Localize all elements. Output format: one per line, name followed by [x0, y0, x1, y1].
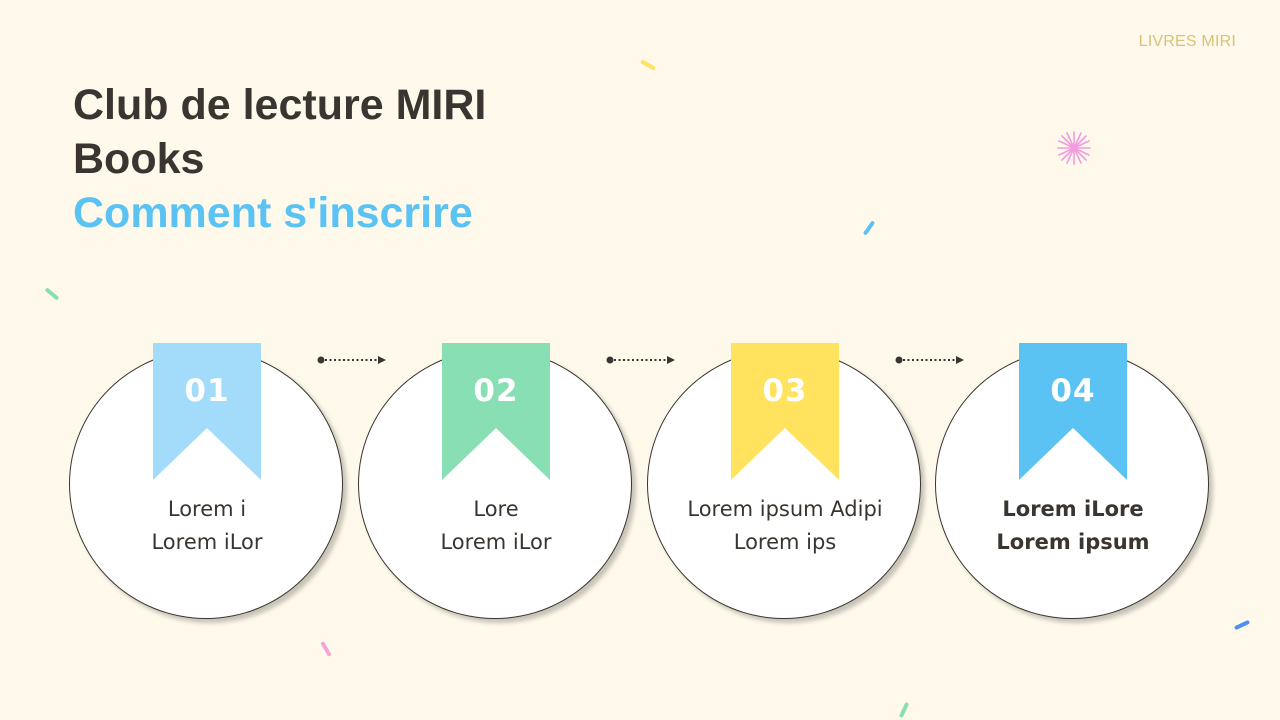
step-number: 04	[1050, 373, 1096, 409]
confetti-pink	[320, 641, 332, 657]
bookmark-ribbon: 02	[442, 343, 550, 480]
step-2: 02 Lore Lorem iLor	[358, 343, 634, 619]
bookmark-ribbon: 03	[731, 343, 839, 480]
step-1: 01 Lorem i Lorem iLor	[69, 343, 345, 619]
ribbon-shape	[153, 343, 261, 480]
confetti-green-2	[898, 701, 910, 719]
step-4: 04 Lorem iLore Lorem ipsum	[935, 343, 1211, 619]
page-subtitle: Comment s'inscrire	[73, 189, 473, 237]
step-3: 03 Lorem ipsum Adipi Lorem ips	[647, 343, 923, 619]
ribbon-shape	[1019, 343, 1127, 480]
step-text-line-2: Lorem ipsum	[996, 530, 1150, 554]
confetti-blue-2	[1233, 619, 1251, 631]
step-text-line-1: Lorem i	[167, 497, 247, 521]
step-text-line-1: Lorem ipsum Adipi	[687, 497, 883, 521]
confetti-green	[44, 287, 60, 301]
bookmark-ribbon: 01	[153, 343, 261, 480]
step-text: Lore Lorem iLor	[358, 493, 634, 559]
step-number: 03	[762, 373, 808, 409]
step-text: Lorem i Lorem iLor	[69, 493, 345, 559]
connector-arrow-3	[894, 352, 966, 368]
step-circle	[935, 349, 1209, 619]
confetti-yellow	[640, 59, 656, 71]
connector-arrow-2	[605, 352, 677, 368]
ribbon-shape	[442, 343, 550, 480]
page-title-line-1: Club de lecture MIRI	[73, 81, 487, 129]
step-number: 01	[184, 373, 230, 409]
confetti-blue	[862, 220, 876, 236]
page-title-line-2: Books	[73, 135, 205, 183]
ribbon-shape	[731, 343, 839, 480]
step-text-line-2: Lorem iLor	[151, 530, 263, 554]
step-text-line-2: Lorem iLor	[440, 530, 552, 554]
sparkle-icon	[1056, 130, 1092, 166]
step-number: 02	[473, 373, 519, 409]
bookmark-ribbon: 04	[1019, 343, 1127, 480]
step-text: Lorem ipsum Adipi Lorem ips	[647, 493, 923, 559]
connector-arrow-1	[316, 352, 388, 368]
step-text: Lorem iLore Lorem ipsum	[935, 493, 1211, 559]
brand-label: LIVRES MIRI	[1138, 33, 1236, 50]
title-block: Club de lecture MIRI Books Comment s'ins…	[73, 78, 593, 240]
step-text-line-1: Lore	[473, 497, 519, 521]
step-text-line-1: Lorem iLore	[1002, 497, 1144, 521]
step-text-line-2: Lorem ips	[733, 530, 837, 554]
